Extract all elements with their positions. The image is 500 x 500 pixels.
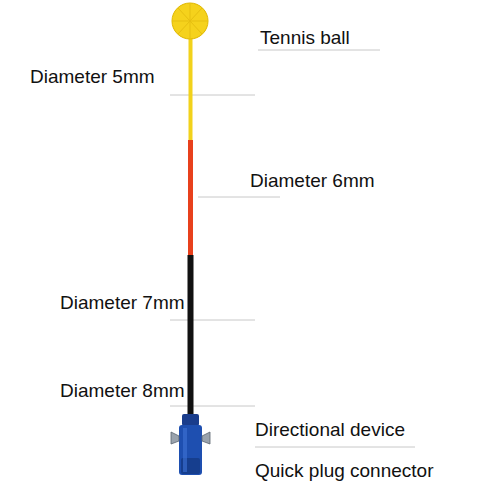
dimension-label: Diameter 8mm bbox=[60, 380, 185, 402]
directional-device bbox=[171, 432, 210, 444]
part-label: Tennis ball bbox=[260, 27, 350, 49]
part-label: Quick plug connector bbox=[255, 460, 434, 482]
part-label: Directional device bbox=[255, 419, 405, 441]
rod-red bbox=[188, 140, 193, 255]
tennis-ball bbox=[172, 3, 208, 39]
dimension-label: Diameter 7mm bbox=[60, 292, 185, 314]
rod-yellow bbox=[189, 36, 193, 141]
handle-top bbox=[182, 414, 199, 426]
dimension-label: Diameter 5mm bbox=[30, 66, 155, 88]
dimension-label: Diameter 6mm bbox=[250, 170, 375, 192]
ball-seams bbox=[173, 4, 207, 38]
quick-plug-connector bbox=[179, 425, 202, 475]
leader-lines bbox=[170, 50, 415, 447]
rod-black bbox=[188, 255, 194, 415]
handle-highlight bbox=[183, 428, 187, 472]
